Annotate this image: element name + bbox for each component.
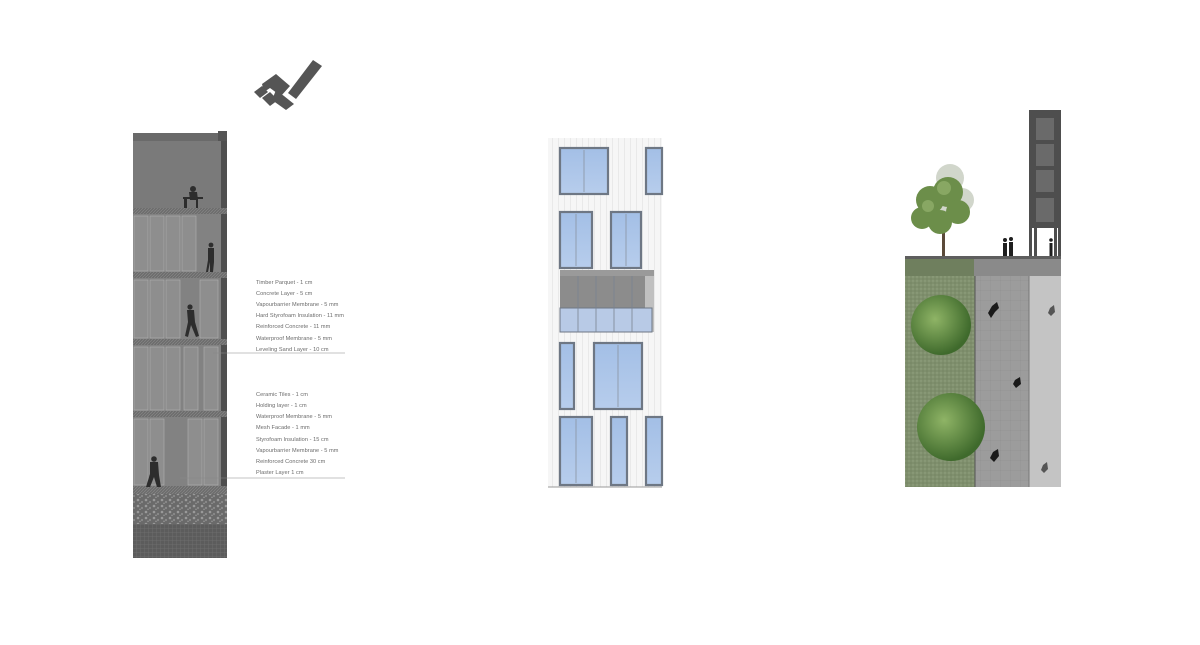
legend-item: Timber Parquet - 1 cm [256, 280, 313, 286]
legend-item: Reinforced Concrete - 11 mm [256, 324, 331, 330]
legend-item: Styrofoam Insulation - 15 cm [256, 437, 329, 443]
floor-layers-legend: Timber Parquet - 1 cm Concrete Layer - 5… [256, 280, 366, 355]
legend-item: Mesh Facade - 1 mm [256, 425, 310, 431]
legend-item: Vapourbarrier Membrane - 5 mm [256, 448, 339, 454]
legend-item: Reinforced Concrete 30 cm [256, 459, 326, 465]
legend-item: Ceramic Tiles - 1 cm [256, 392, 308, 398]
legend-item: Vapourbarrier Membrane - 5 mm [256, 302, 339, 308]
legend-item: Waterproof Membrane - 5 mm [256, 336, 333, 342]
legend-item: Hard Styrofoam Insulation - 11 mm [256, 313, 344, 319]
legend-item: Holding layer - 1 cm [256, 403, 307, 409]
wall-layers-legend: Ceramic Tiles - 1 cm Holding layer - 1 c… [256, 392, 366, 478]
legend-item: Plaster Layer 1 cm [256, 470, 304, 476]
legend-item: Leveling Sand Layer - 10 cm [256, 347, 329, 353]
legend-item: Concrete Layer - 5 cm [256, 291, 313, 297]
legend-item: Waterproof Membrane - 5 mm [256, 414, 333, 420]
